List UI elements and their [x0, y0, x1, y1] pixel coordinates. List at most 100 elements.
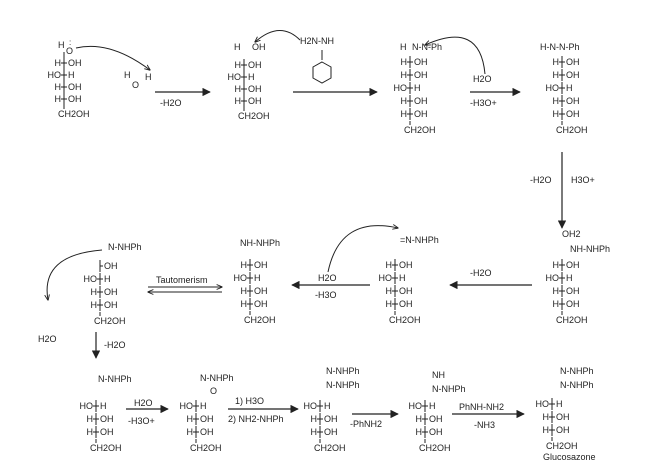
s6-left-sub: HO [234, 273, 248, 283]
s8-hydrazo: N-NHPh [108, 242, 142, 252]
arrow-10-label-a: 1) H3O [235, 396, 264, 406]
s5-right-sub: OH [566, 299, 580, 309]
s10-right-sub: OH [200, 427, 214, 437]
s6-imine: NH-NHPh [240, 238, 280, 248]
s4-right-sub: OH [566, 109, 580, 119]
curved-arrow [47, 249, 103, 300]
arrow-12-label-b: -NH3 [474, 420, 495, 430]
s5-left-sub: HO [546, 273, 560, 283]
s12-right-sub: H [429, 401, 436, 411]
s3-left-sub: H [401, 96, 408, 106]
s13-right-sub: H [556, 399, 563, 409]
s10-left-sub: H [187, 427, 194, 437]
s4-right-sub: H [566, 83, 573, 93]
s10-right-sub: OH [200, 414, 214, 424]
s5-left-sub: H [553, 286, 560, 296]
s11-right-sub: OH [324, 427, 338, 437]
s3-top-h: H [400, 42, 407, 52]
arrow-3-label: -H3O+ [470, 98, 497, 108]
curved-arrow [327, 226, 398, 273]
s1-lone-pair: : [69, 38, 71, 47]
s13-left-sub: H [543, 412, 550, 422]
s6-left-sub: H [241, 260, 248, 270]
s5-left-sub: H [553, 299, 560, 309]
arrow-9-label: -H3O+ [128, 416, 155, 426]
s12-bottom: CH2OH [419, 443, 451, 453]
s1-carbonyl-o: O [66, 46, 73, 56]
s13-left-sub: HO [536, 399, 550, 409]
s6-right-sub: OH [254, 299, 268, 309]
s7-imine: =N-NHPh [400, 235, 439, 245]
s5-right-sub: H [566, 273, 573, 283]
s4-left-sub: H [553, 57, 560, 67]
s2-right-sub: OH [248, 60, 262, 70]
s8-left-sub: H [91, 300, 98, 310]
s1-right-sub: H [68, 70, 75, 80]
s9-hydrazo: N-NHPh [98, 374, 132, 384]
s4-left-sub: H [553, 96, 560, 106]
s11-second: N-NHPh [326, 380, 360, 390]
s7-left-sub: H [386, 286, 393, 296]
s11-right-sub: OH [324, 414, 338, 424]
s12-left-sub: HO [409, 401, 423, 411]
s2-right-sub: OH [248, 84, 262, 94]
s5-bottom: CH2OH [556, 315, 588, 325]
s2-left-sub: H [235, 84, 242, 94]
s1-water-h1: H [124, 70, 131, 80]
arrow-5-label: -H2O [470, 268, 492, 278]
s12-left-sub: H [416, 427, 423, 437]
s4-right-sub: OH [566, 57, 580, 67]
s10-left-sub: H [187, 414, 194, 424]
benzene-ring-icon [312, 61, 332, 84]
s10-hydrazo: N-NHPh [200, 373, 234, 383]
arrow-12-label-a: PhNH-NH2 [459, 402, 504, 412]
s1-right-sub: OH [68, 82, 82, 92]
s12-right-sub: OH [429, 427, 443, 437]
s1-water-h2: H [145, 72, 152, 82]
s1-bottom: CH2OH [58, 109, 90, 119]
s1-right-sub: OH [68, 58, 82, 68]
arrow-11-label: -PhNH2 [350, 419, 382, 429]
s13-right-sub: OH [556, 412, 570, 422]
s2-left-sub: H [235, 96, 242, 106]
s3-left-sub: H [401, 57, 408, 67]
s11-left-sub: H [311, 414, 318, 424]
s4-right-sub: OH [566, 96, 580, 106]
s1-left-sub: HO [48, 70, 62, 80]
s2-left-sub: H [235, 60, 242, 70]
s5-left-sub: H [553, 260, 560, 270]
s13-top: N-NHPh [560, 366, 594, 376]
s4-top: H-N-N-Ph [540, 42, 580, 52]
s11-right-sub: H [324, 401, 331, 411]
s4-left-sub: H [553, 109, 560, 119]
s3-bottom: CH2OH [404, 125, 436, 135]
s3-hydrazine: N-N-Ph [412, 42, 442, 52]
s7-right-sub: OH [399, 299, 413, 309]
s2-right-sub: OH [248, 96, 262, 106]
curved-arrow [255, 30, 301, 42]
s6-bottom: CH2OH [244, 315, 276, 325]
s9-left-sub: H [87, 427, 94, 437]
s13-left-sub: H [543, 425, 550, 435]
s9-bottom: CH2OH [90, 443, 122, 453]
s7-left-sub: HO [379, 273, 393, 283]
s5-oh2: OH2 [562, 229, 581, 239]
tautomerism-label: Tautomerism [156, 275, 208, 285]
s8-left-sub: HO [84, 274, 98, 284]
s9-right-sub: OH [100, 427, 114, 437]
s6-right-sub: H [254, 273, 261, 283]
s7-right-sub: OH [399, 286, 413, 296]
s4-left-sub: H [553, 70, 560, 80]
s4-left-sub: HO [546, 83, 560, 93]
s8-right-sub: OH [104, 287, 118, 297]
s11-bottom: CH2OH [314, 443, 346, 453]
curved-arrow [75, 45, 150, 70]
s2-left-sub: HO [228, 72, 242, 82]
arrow-10-label-b: 2) NH2-NHPh [228, 414, 284, 424]
s8-water: H2O [38, 334, 57, 344]
s2-bottom: CH2OH [238, 111, 270, 121]
s2-top-h: H [234, 42, 241, 52]
